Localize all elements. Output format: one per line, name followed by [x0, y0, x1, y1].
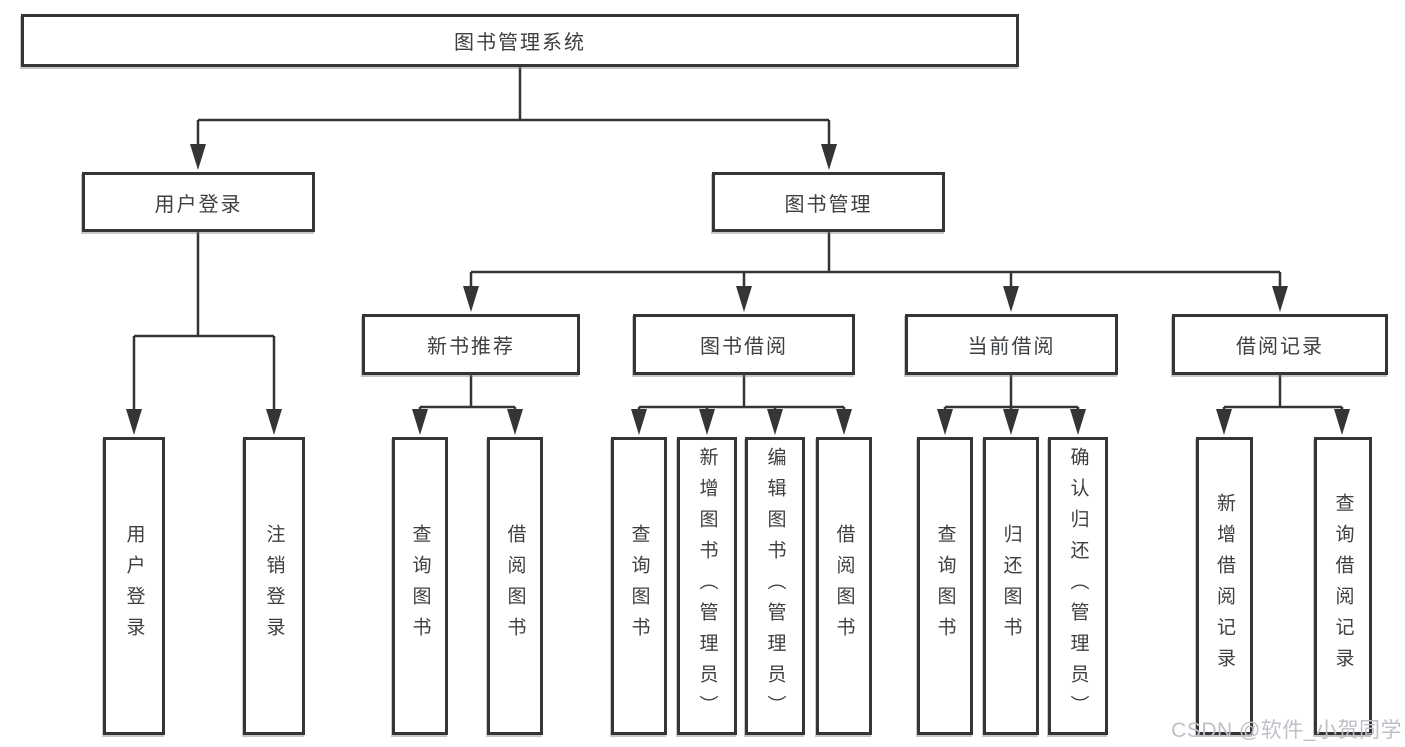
leaf-logout: 注销登录	[243, 437, 305, 735]
node-label: 查询图书	[628, 524, 650, 648]
csdn-watermark: CSDN @软件_小贺同学	[1171, 719, 1402, 742]
node-label: 图书管理系统	[454, 32, 586, 54]
leaf-edit-books-admin: 编辑图书（管理员）	[745, 437, 805, 735]
node-label: 新增图书（管理员）	[696, 446, 718, 726]
node-label: 借阅记录	[1236, 336, 1324, 358]
node-label: 当前借阅	[967, 336, 1056, 358]
leaf-add-borrow-record: 新增借阅记录	[1196, 437, 1253, 735]
node-label: 借阅图书	[833, 524, 855, 648]
node-book-borrow: 图书借阅	[633, 314, 855, 375]
leaf-confirm-return-admin: 确认归还（管理员）	[1048, 437, 1108, 735]
leaf-user-login: 用户登录	[103, 437, 165, 735]
node-label: 编辑图书（管理员）	[764, 446, 786, 726]
node-label: 查询借阅记录	[1332, 493, 1354, 679]
leaf-query-books-2: 查询图书	[611, 437, 667, 735]
node-user-login: 用户登录	[82, 172, 315, 232]
leaf-query-books-1: 查询图书	[392, 437, 448, 735]
leaf-borrow-books-1: 借阅图书	[487, 437, 543, 735]
node-book-management: 图书管理	[712, 172, 945, 232]
node-new-book-recommend: 新书推荐	[362, 314, 580, 375]
node-label: 确认归还（管理员）	[1067, 446, 1089, 726]
node-label: 查询图书	[934, 524, 956, 648]
node-label: 注销登录	[263, 524, 285, 648]
node-label: 用户登录	[123, 524, 145, 648]
leaf-return-books: 归还图书	[983, 437, 1039, 735]
node-label: 新书推荐	[427, 336, 515, 358]
node-label: 借阅图书	[504, 524, 526, 648]
node-label: 查询图书	[409, 524, 431, 648]
leaf-query-books-3: 查询图书	[917, 437, 973, 735]
node-label: 图书借阅	[700, 336, 788, 358]
node-label: 用户登录	[154, 193, 243, 216]
node-label: 新增借阅记录	[1214, 493, 1235, 679]
node-label: 图书管理	[784, 193, 873, 216]
node-label: 归还图书	[1000, 524, 1022, 648]
node-current-borrow: 当前借阅	[905, 314, 1118, 375]
leaf-borrow-books-2: 借阅图书	[816, 437, 872, 735]
node-borrow-record: 借阅记录	[1172, 314, 1388, 375]
leaf-query-borrow-record: 查询借阅记录	[1314, 437, 1372, 735]
node-library-management-system: 图书管理系统	[21, 14, 1019, 67]
leaf-add-books-admin: 新增图书（管理员）	[677, 437, 737, 735]
